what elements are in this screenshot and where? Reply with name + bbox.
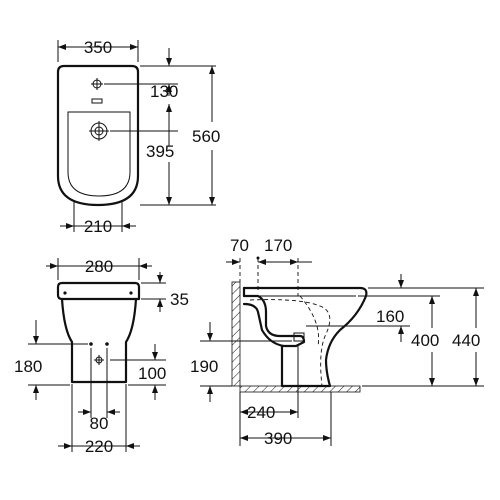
- drain-icon: [89, 121, 109, 141]
- side-view-body: [242, 286, 368, 388]
- front-view-rim: [56, 281, 141, 301]
- dim-label-outlet-height: 100: [138, 364, 166, 383]
- dim-label-drain-offset: 395: [146, 142, 174, 161]
- dim-label-side-tap-offset: 170: [264, 236, 292, 255]
- side-view: 70 170 160 400 440 190: [190, 236, 484, 448]
- top-view: 350 130 395 560 210: [56, 38, 220, 236]
- dim-label-top-width: 350: [84, 38, 112, 57]
- drain-trap: [242, 294, 306, 348]
- dim-label-drain-distance: 240: [247, 403, 275, 422]
- dim-label-wall-offset: 70: [230, 236, 249, 255]
- front-view: 280 35 180 100 80: [14, 257, 189, 456]
- dim-label-length: 560: [192, 127, 220, 146]
- dim-label-outlet-spacing: 80: [90, 414, 109, 433]
- dim-label-total-height: 440: [452, 331, 480, 350]
- front-view-pedestal: [60, 297, 138, 384]
- wall-hatch: [231, 281, 241, 387]
- dim-label-drain-height: 190: [190, 357, 218, 376]
- dim-label-inlet-height: 180: [14, 357, 42, 376]
- dim-label-side-depth: 390: [264, 429, 292, 448]
- dim-label-tap-offset: 130: [150, 82, 178, 101]
- dim-label-seat-height: 400: [411, 331, 439, 350]
- dim-label-rim-height: 35: [170, 290, 189, 309]
- top-view-bowl: [67, 111, 131, 197]
- outlet-markers: [89, 342, 109, 365]
- dim-label-bowl-depth: 160: [376, 307, 404, 326]
- tap-hole-icon: [91, 78, 103, 104]
- top-view-outline: [56, 64, 140, 207]
- dim-label-front-top-width: 280: [85, 257, 113, 276]
- dim-label-base-width: 210: [84, 217, 112, 236]
- dim-label-front-base-width: 220: [85, 437, 113, 456]
